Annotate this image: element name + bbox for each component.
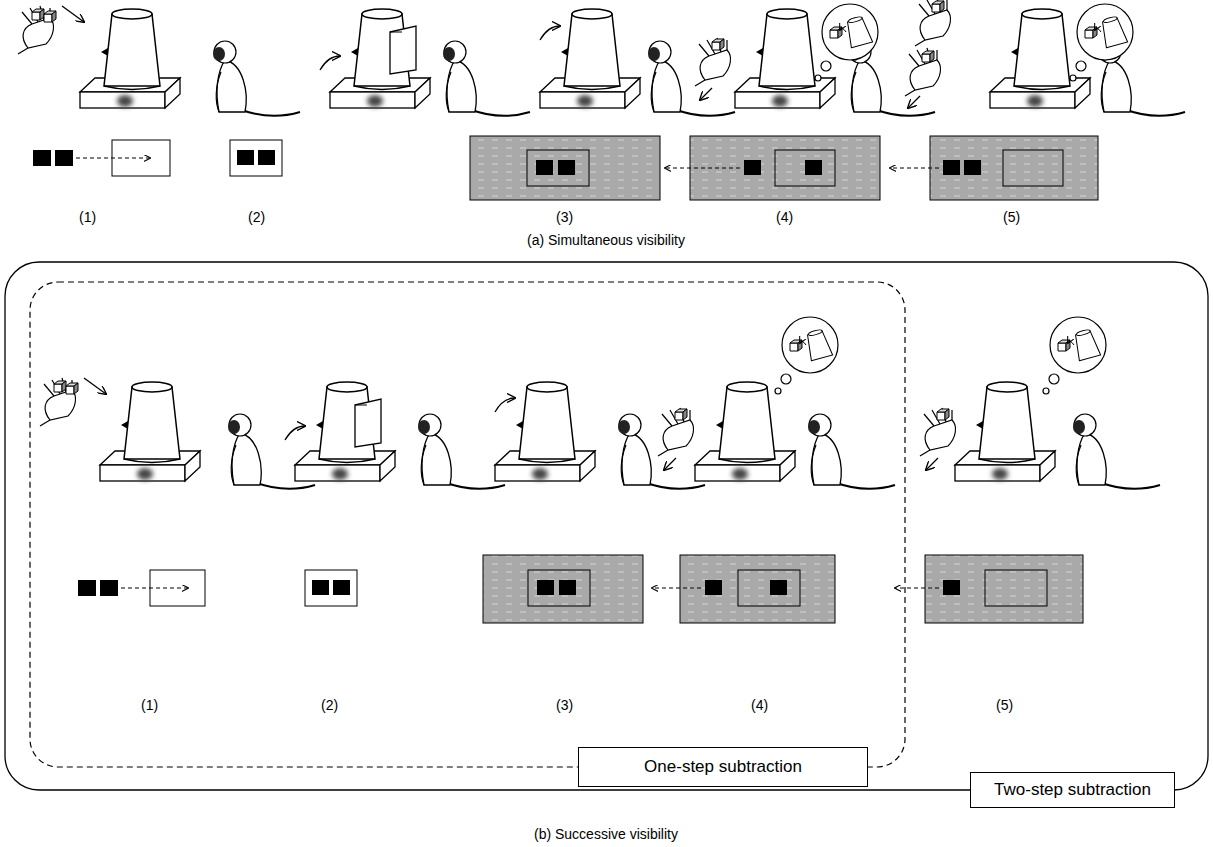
panel-caption: (b) Successive visibility	[534, 826, 678, 843]
schematic	[33, 136, 1098, 200]
step-number: (2)	[248, 209, 265, 226]
panel-caption: (a) Simultaneous visibility	[527, 232, 685, 249]
step-number: (3)	[556, 209, 573, 226]
step-number: (1)	[141, 697, 158, 714]
box-label: One-step subtraction	[644, 757, 802, 777]
step-number: (3)	[556, 697, 573, 714]
schematic	[78, 555, 1083, 623]
step-number: (2)	[321, 697, 338, 714]
label-box: One-step subtraction	[578, 747, 868, 787]
step-number: (1)	[79, 209, 96, 226]
step-number: (4)	[751, 697, 768, 714]
two-step-frame	[5, 262, 1208, 790]
one-step-frame	[30, 282, 905, 767]
step-number: (4)	[776, 209, 793, 226]
trial-illustration	[18, 0, 1185, 116]
step-number: (5)	[1003, 209, 1020, 226]
label-box: Two-step subtraction	[970, 772, 1175, 808]
box-label: Two-step subtraction	[994, 780, 1151, 800]
step-number: (5)	[996, 697, 1013, 714]
trial-illustration	[40, 317, 1160, 489]
